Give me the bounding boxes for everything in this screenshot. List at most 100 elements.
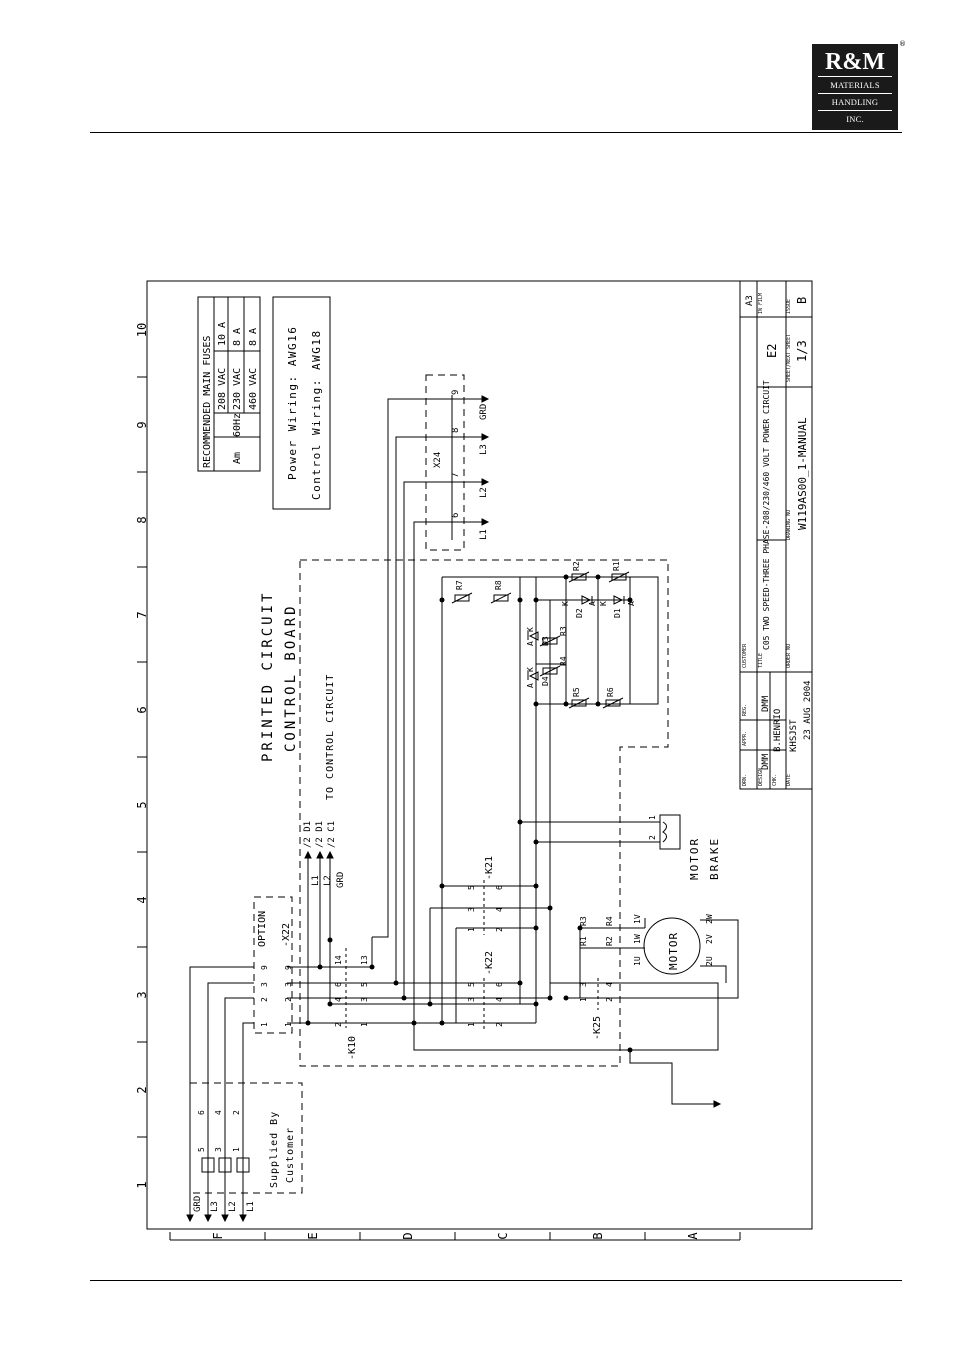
option-pin-9b: 9: [284, 965, 293, 970]
col-label-7: 7: [135, 611, 149, 618]
tb-label-drawn: DRN.: [742, 774, 748, 786]
supply-note-2: Customer: [285, 1127, 296, 1183]
motor-term-1w: 1W: [633, 934, 642, 944]
control-out-3: /2 C1: [327, 821, 337, 848]
diode-pin-a-2: A: [526, 641, 535, 646]
diode-glyphs: [527, 595, 625, 681]
diode-pin-a-3: A: [588, 601, 597, 606]
k10-pin-5: 5: [360, 982, 369, 987]
k22-pin-5: 5: [467, 982, 476, 987]
k22-pin-3: 3: [467, 997, 476, 1002]
k25-pin-1: 1: [579, 997, 588, 1002]
k25-contact-r2: R2: [605, 936, 614, 946]
k10-aux-14: 14: [334, 955, 343, 965]
fuse-freq: 60Hz: [232, 413, 243, 437]
control-out-2: /2 D1: [315, 821, 325, 848]
supply-fuse-pin-5: 5: [197, 1147, 206, 1152]
option-pin-1: 1: [260, 1022, 269, 1027]
k21-pin-4: 4: [495, 907, 504, 912]
x24-label-l3: L3: [479, 444, 489, 455]
company-logo: ® R&M MATERIALS HANDLING INC.: [812, 40, 906, 130]
col-label-6: 6: [135, 706, 149, 713]
control-wiring-note: Control Wiring: AWG18: [310, 329, 323, 500]
label-r8: R8: [494, 580, 503, 590]
supply-line-l3: L3: [210, 1201, 220, 1212]
pcb-boundary: [299, 559, 669, 1067]
k10-pin-3: 3: [360, 997, 369, 1002]
option-title: OPTION: [257, 911, 268, 947]
control-out-1: /2 D1: [303, 821, 313, 848]
control-line-l2: L2: [323, 875, 333, 886]
x24-term-8: 8: [451, 428, 461, 433]
k25-contact-r1: R1: [579, 936, 588, 946]
fuse-unit: Am: [232, 452, 243, 464]
option-pin-3b: 3: [284, 982, 293, 987]
tb-design: B.HENRIO: [773, 709, 783, 752]
k22-pin-1: 1: [467, 1022, 476, 1027]
diode-pin-k-2: K: [526, 627, 535, 632]
brake-pin-2: 2: [648, 835, 657, 840]
supply-note-1: Supplied By: [269, 1111, 280, 1188]
label-d2: D2: [575, 608, 584, 618]
supply-fuse-pin-1: 1: [232, 1147, 241, 1152]
diode-pin-a-4: A: [627, 601, 636, 606]
row-label-d: D: [401, 1232, 415, 1239]
col-label-4: 4: [135, 896, 149, 903]
motor-term-1u: 1U: [633, 956, 642, 966]
label-r1: R1: [612, 561, 621, 571]
option-pin-3: 3: [260, 982, 269, 987]
tb-issue: B: [795, 297, 809, 304]
tb-label-order: ORDER NO: [786, 644, 792, 668]
option-pin-1b: 1: [284, 1022, 293, 1027]
control-line-l1: L1: [311, 875, 321, 886]
contactor-k25: -K25: [592, 1016, 603, 1040]
tb-drawing-no: W119AS00_1-MANUAL: [796, 417, 809, 530]
k25-contact-r3: R3: [579, 916, 588, 926]
k22-pin-6: 6: [495, 982, 504, 987]
k10-pin-6: 6: [334, 982, 343, 987]
fuse-header: RECOMMENDED MAIN FUSES: [202, 336, 213, 468]
x24-term-9: 9: [451, 390, 461, 395]
registered-mark: ®: [899, 40, 906, 48]
logo-line-materials: MATERIALS: [818, 76, 892, 93]
row-label-c: C: [496, 1232, 510, 1239]
supply-fuse-pin-2: 2: [232, 1110, 241, 1115]
fuse-voltage-230: 230 VAC: [232, 368, 243, 410]
tb-checked: KHSJST: [789, 719, 799, 752]
brake-coil: [659, 814, 681, 850]
col-label-10: 10: [135, 323, 149, 337]
motor-term-2w: 2W: [705, 914, 714, 924]
row-label-a: A: [686, 1232, 700, 1240]
fuse-amps-208: 10 A: [217, 322, 228, 346]
x24-term-7: 7: [451, 473, 461, 478]
col-label-9: 9: [135, 421, 149, 428]
k21-pin-2: 2: [495, 927, 504, 932]
motor-term-1v: 1V: [633, 914, 642, 924]
tb-label-title: TITLE: [758, 653, 764, 668]
k25-pin-2: 2: [605, 997, 614, 1002]
k21-pin-1: 1: [467, 927, 476, 932]
fuse-amps-460: 8 A: [248, 328, 259, 346]
k25-pin-4: 4: [605, 982, 614, 987]
tb-size: A3: [745, 295, 755, 306]
option-box: [253, 896, 293, 1034]
tb-label-issue: ISSUE: [786, 299, 792, 314]
diode-pin-k-1: K: [526, 667, 535, 672]
k21-pin-5: 5: [467, 885, 476, 890]
supply-line-l1: L1: [246, 1201, 256, 1212]
fuse-amps-230: 8 A: [232, 328, 243, 346]
row-label-e: E: [306, 1232, 320, 1239]
fuse-table: [197, 296, 261, 472]
label-r3: R3: [559, 626, 568, 636]
tb-label-chk: CHK.: [772, 774, 778, 786]
supply-line-l2: L2: [228, 1201, 238, 1212]
contactor-k10: -K10: [347, 1036, 358, 1060]
tb-label-film: IN FILM: [758, 293, 764, 314]
tb-approved: DMM: [761, 695, 771, 712]
control-line-grd: GRD: [336, 872, 346, 888]
motor-label: MOTOR: [667, 932, 680, 970]
col-label-5: 5: [135, 801, 149, 808]
tb-label-sheet: SHEET/NEXT SHEET: [786, 334, 792, 382]
supply-fuse-pin-3: 3: [214, 1147, 223, 1152]
